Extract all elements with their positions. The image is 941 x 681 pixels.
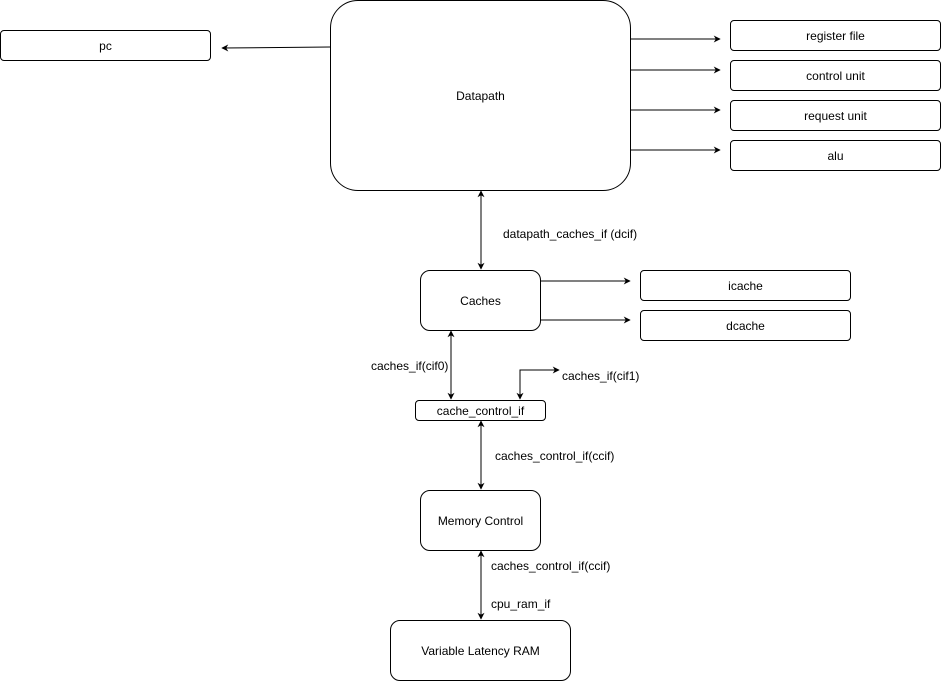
memory-control-node: Memory Control — [420, 490, 541, 551]
control-unit-node: control unit — [730, 60, 941, 91]
register-file-label: register file — [806, 28, 865, 43]
icache-label: icache — [728, 278, 763, 293]
edge-cif1 — [516, 366, 560, 400]
request-unit-label: request unit — [804, 108, 867, 123]
pc-label: pc — [99, 38, 112, 53]
icache-node: icache — [640, 270, 851, 301]
register-file-node: register file — [730, 20, 941, 51]
ram-node: Variable Latency RAM — [390, 620, 571, 681]
dcache-label: dcache — [726, 318, 765, 333]
alu-label: alu — [827, 148, 844, 163]
ram-label: Variable Latency RAM — [421, 643, 540, 658]
edge-label-cif1: caches_if(cif1) — [562, 369, 640, 383]
caches-node: Caches — [420, 270, 541, 331]
cache-control-if-label: cache_control_if — [436, 403, 525, 418]
cache-control-if-node: cache_control_if — [415, 400, 546, 421]
edge-label-ccif-top: caches_control_if(ccif) — [495, 449, 615, 463]
edge-label-dcif: datapath_caches_if (dcif) — [503, 227, 638, 241]
request-unit-node: request unit — [730, 100, 941, 131]
caches-label: Caches — [460, 293, 501, 308]
alu-node: alu — [730, 140, 941, 171]
edge-label-cif0: caches_if(cif0) — [371, 359, 449, 373]
edge-datapath-pc — [221, 44, 331, 52]
edge-label-ccif-bottom: caches_control_if(ccif) — [491, 559, 611, 573]
memory-control-label: Memory Control — [437, 513, 524, 528]
pc-node: pc — [0, 30, 211, 61]
datapath-node: Datapath — [330, 0, 631, 191]
dcache-node: dcache — [640, 310, 851, 341]
datapath-label: Datapath — [456, 88, 505, 103]
control-unit-label: control unit — [806, 68, 865, 83]
edge-label-cpu-ram-if: cpu_ram_if — [491, 597, 551, 611]
